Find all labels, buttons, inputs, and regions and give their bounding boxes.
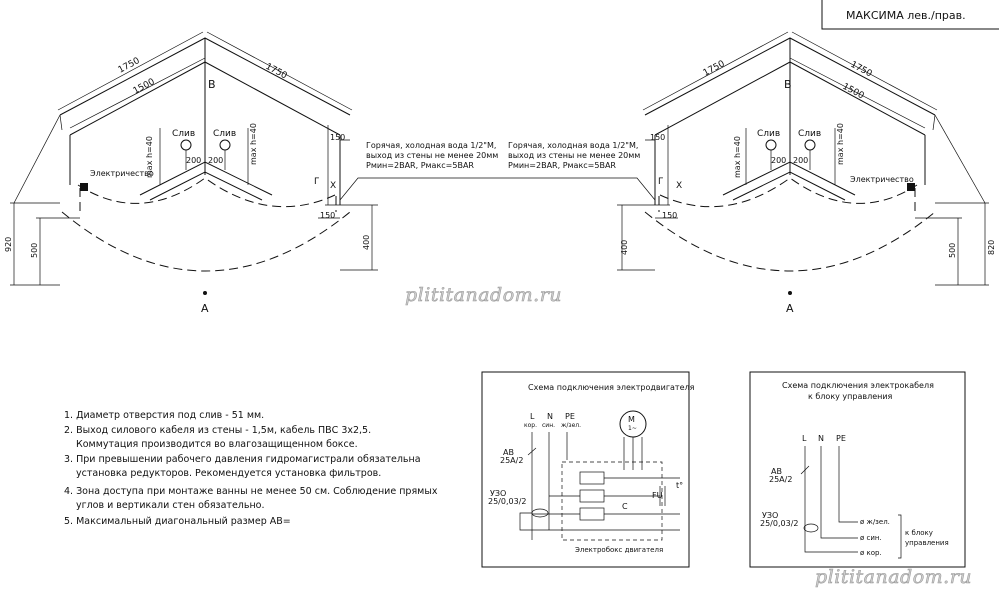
g-label-right: Г xyxy=(658,177,664,187)
hmax-right-r: max h=40 xyxy=(836,123,845,165)
motor-l: L xyxy=(530,412,535,421)
note-2: 2. Выход силового кабеля из стены - 1,5м… xyxy=(64,425,371,436)
motor-pe-sub: ж/зел. xyxy=(561,422,581,429)
motor-n-sub: син. xyxy=(542,422,555,429)
g-label-left: Г xyxy=(314,177,320,187)
dim-920: 920 xyxy=(4,237,13,252)
dim-1500-left: 1500 xyxy=(132,77,157,97)
right-plan: 1750 1750 1500 B A Слив Слив 200 200 max… xyxy=(500,31,996,315)
motor-pe: PE xyxy=(565,412,575,421)
cable-wire-n: ø син. xyxy=(860,534,882,542)
point-a-left: A xyxy=(201,302,209,315)
dim-150-top-left: 150 xyxy=(330,133,345,142)
dim-200-right-r: 200 xyxy=(793,156,808,165)
point-a-right: A xyxy=(786,302,794,315)
cable-n: N xyxy=(818,434,824,443)
cable-uzo-rating: 25/0,03/2 xyxy=(760,519,798,528)
cable-pe: PE xyxy=(836,434,846,443)
cable-title-2: к блоку управления xyxy=(808,392,893,401)
electric-label-left: Электричество xyxy=(90,169,154,178)
cable-scheme: Схема подключения электрокабеля к блоку … xyxy=(749,371,966,568)
drain-right-circle xyxy=(219,139,231,151)
left-plan: 1750 1750 1500 B A Слив Слив 200 200 max… xyxy=(4,31,500,315)
title-block: МАКСИМА лев./прав. xyxy=(821,0,999,30)
dim-500-right: 500 xyxy=(948,243,957,258)
hmax-right: max h=40 xyxy=(249,123,258,165)
point-b-right: B xyxy=(784,78,792,91)
electric-box-left xyxy=(80,183,88,191)
motor-scheme: Схема подключения электродвигателя L N P… xyxy=(481,371,695,568)
motor-fu: FU xyxy=(652,491,663,500)
dim-1500-right-r: 1500 xyxy=(841,82,866,102)
water-note-left-1: Горячая, холодная вода 1/2"М, xyxy=(366,141,496,150)
dim-150-top-right: 150 xyxy=(650,133,665,142)
water-note-right-2: выход из стены не менее 20мм xyxy=(508,151,640,160)
motor-scheme-title: Схема подключения электродвигателя xyxy=(528,383,695,392)
cable-to-block-1: к блоку xyxy=(905,529,933,537)
drain-label-right-r: Слив xyxy=(798,129,821,139)
drain-label-left-r: Слив xyxy=(757,129,780,139)
note-5: 5. Максимальный диагональный размер АВ= xyxy=(64,516,291,527)
motor-av-rating: 25А/2 xyxy=(500,456,523,465)
drain-label-right: Слив xyxy=(213,129,236,139)
dim-1750-right: 1750 xyxy=(264,62,289,82)
note-3b: установка редукторов. Рекомендуется уста… xyxy=(76,468,381,479)
note-4: 4. Зона доступа при монтаже ванны не мен… xyxy=(64,486,438,497)
motor-t: t° xyxy=(676,481,683,490)
hmax-left-r: max h=40 xyxy=(733,136,742,178)
dim-400-left: 400 xyxy=(362,235,371,250)
water-note-left-3: Рмин=2BAR, Рмакс=5BAR xyxy=(366,161,474,170)
note-2b: Коммутация производится во влагозащищенн… xyxy=(76,439,358,450)
dim-500-left: 500 xyxy=(30,243,39,258)
note-3: 3. При превышении рабочего давления гидр… xyxy=(64,454,421,465)
cable-av-rating: 25А/2 xyxy=(769,475,792,484)
drain-label-left: Слив xyxy=(172,129,195,139)
drain-left-circle-r xyxy=(765,139,777,151)
dim-150-bottom-right: 150 xyxy=(662,211,677,220)
hmax-left: max h=40 xyxy=(145,136,154,178)
drain-left-circle xyxy=(180,139,192,151)
watermark-center: plititanadom.ru xyxy=(405,284,562,306)
dim-820: 820 xyxy=(987,240,996,255)
motor-c: C xyxy=(622,502,628,511)
dim-1750-right-r: 1750 xyxy=(849,60,874,80)
cable-wire-l: ø кор. xyxy=(860,549,882,557)
motor-uzo: УЗО xyxy=(490,489,506,498)
note-4b: углов и вертикали стен обязательно. xyxy=(76,500,265,511)
electric-box-right xyxy=(907,183,915,191)
cable-uzo: УЗО xyxy=(762,511,778,520)
dim-1750-left-r: 1750 xyxy=(702,59,727,79)
water-note-right-3: Рмин=2BAR, Рмакс=5BAR xyxy=(508,161,616,170)
watermark-bottom: plititanadom.ru xyxy=(815,566,972,588)
dim-1750-left: 1750 xyxy=(117,56,142,76)
dim-200-left-r: 200 xyxy=(771,156,786,165)
point-b-left: B xyxy=(208,78,216,91)
motor-symbol: M xyxy=(628,415,635,424)
motor-box-label: Электробокс двигателя xyxy=(575,546,663,554)
cable-l: L xyxy=(802,434,807,443)
motor-sub: 1~ xyxy=(628,425,637,432)
cable-title-1: Схема подключения электрокабеля xyxy=(782,381,934,390)
cable-to-block-2: управления xyxy=(905,539,949,547)
title-text: МАКСИМА лев./прав. xyxy=(846,9,966,22)
water-note-left-2: выход из стены не менее 20мм xyxy=(366,151,498,160)
x-label-left: Х xyxy=(330,181,336,191)
dim-150-bottom-left: 150 xyxy=(320,211,335,220)
notes-block: 1. Диаметр отверстия под слив - 51 мм. 2… xyxy=(64,410,438,527)
cable-wire-pe: ø ж/зел. xyxy=(860,518,890,526)
dim-200-left: 200 xyxy=(186,156,201,165)
electric-label-right: Электричество xyxy=(850,175,914,184)
motor-n: N xyxy=(547,412,553,421)
motor-uzo-rating: 25/0,03/2 xyxy=(488,497,526,506)
dim-200-right: 200 xyxy=(208,156,223,165)
water-note-right-1: Горячая, холодная вода 1/2"М, xyxy=(508,141,638,150)
drain-right-circle-r xyxy=(804,139,816,151)
motor-av: АВ xyxy=(503,448,514,457)
cable-av: АВ xyxy=(771,467,782,476)
dim-400-right: 400 xyxy=(620,240,629,255)
note-1: 1. Диаметр отверстия под слив - 51 мм. xyxy=(64,410,264,421)
motor-l-sub: кор. xyxy=(524,422,537,429)
x-label-right: Х xyxy=(676,181,682,191)
